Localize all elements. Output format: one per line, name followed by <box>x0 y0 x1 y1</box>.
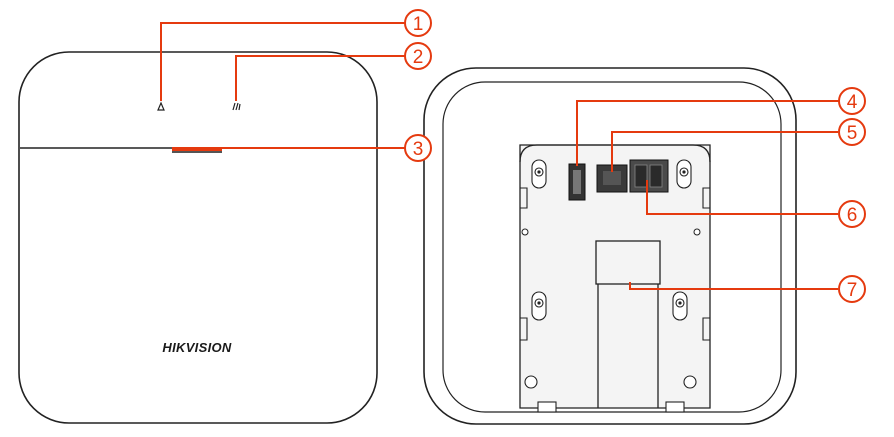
power-port <box>568 163 586 201</box>
screw-slot-bottom-right <box>672 291 688 321</box>
screw-slot-top-right <box>676 159 692 189</box>
side-notch-left-bottom <box>520 317 528 341</box>
indicator-2-mark <box>232 102 241 111</box>
cable-channel <box>595 240 661 408</box>
mounting-plate-top-edge <box>519 144 711 163</box>
callout-4: 4 <box>838 87 866 115</box>
brand-logo: HIKVISION <box>162 340 231 355</box>
leader-6 <box>646 180 838 215</box>
callout-2: 2 <box>404 42 432 70</box>
svg-text:3: 3 <box>413 139 424 160</box>
svg-text:4: 4 <box>847 92 858 113</box>
ethernet-port <box>596 164 628 193</box>
callout-3: 3 <box>404 134 432 162</box>
mount-hole-bottom-right <box>683 375 697 389</box>
leader-5 <box>611 131 838 172</box>
side-notch-right-top <box>702 187 710 209</box>
status-light-recess <box>172 151 222 153</box>
callout-leaders <box>160 22 840 290</box>
side-notch-right-bottom <box>702 317 710 341</box>
svg-text:1: 1 <box>413 14 424 35</box>
leader-7 <box>629 282 838 290</box>
callout-7: 7 <box>838 275 866 303</box>
terminal-block <box>629 159 669 193</box>
indicator-1-mark <box>157 101 165 111</box>
svg-text:2: 2 <box>413 47 424 68</box>
leader-4 <box>576 100 840 166</box>
callout-6: 6 <box>838 200 866 228</box>
svg-text:5: 5 <box>847 123 858 144</box>
front-view: HIKVISION <box>18 51 378 424</box>
svg-text:6: 6 <box>847 205 858 226</box>
mount-hole-bottom-left <box>524 375 538 389</box>
front-device-body <box>18 51 378 424</box>
callout-1: 1 <box>404 9 432 37</box>
leader-1 <box>160 22 405 101</box>
mount-hole-upper-left <box>521 228 529 236</box>
bottom-tab-right <box>665 401 685 413</box>
mount-hole-upper-right <box>693 228 701 236</box>
screw-slot-bottom-left <box>531 291 547 321</box>
bottom-tab-left <box>537 401 557 413</box>
svg-text:7: 7 <box>847 280 858 301</box>
leader-2 <box>235 55 405 101</box>
callout-5: 5 <box>838 118 866 146</box>
screw-slot-top-left <box>531 159 547 189</box>
back-view <box>423 67 797 425</box>
status-light-bar <box>172 147 222 151</box>
side-notch-left-top <box>520 187 528 209</box>
